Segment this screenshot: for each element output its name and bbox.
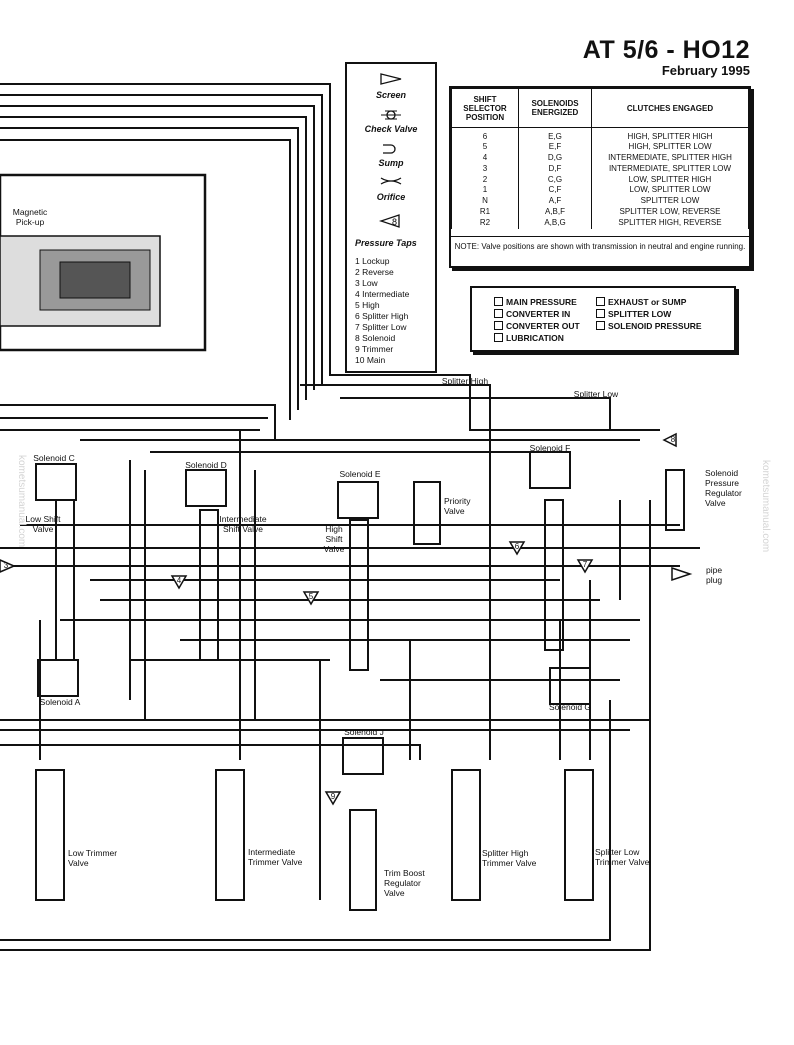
splitter-low-line-label: Splitter Low (573, 389, 619, 399)
pressure-tap-icon-number: 8 (392, 217, 397, 227)
sump-icon (383, 144, 396, 154)
legend-check-valve-label: Check Valve (364, 124, 418, 134)
solenoid-pressure-regulator-valve-label: Solenoid Pressure Regulator Valve (705, 468, 742, 508)
tap-item: 1 Lockup (355, 256, 390, 266)
col-header-clutches: CLUTCHES ENGAGED (591, 88, 749, 128)
tap-item: 8 Solenoid (355, 333, 396, 343)
shift-selector-table: SHIFT SELECTOR POSITION SOLENOIDS ENERGI… (449, 86, 751, 268)
pipe-plug-label: pipe plug (706, 565, 723, 585)
legend-orifice-label: Orifice (376, 192, 406, 202)
legend-lubrication: LUBRICATION (494, 333, 564, 343)
legend-screen-label: Screen (375, 90, 407, 100)
pressure-taps-title: Pressure Taps (355, 238, 417, 248)
solenoid-a-label: Solenoid A (39, 697, 81, 707)
legend-solenoid-pressure: SOLENOID PRESSURE (596, 321, 702, 331)
tap-item: 5 High (355, 300, 380, 310)
orifice-icon (380, 177, 402, 185)
screen-icon (380, 73, 402, 85)
legend-splitter-low: SPLITTER LOW (596, 309, 671, 319)
splitter-low-trimmer-valve-label: Splitter Low Trimmer Valve (595, 847, 650, 867)
solenoid-c-label: Solenoid C (33, 453, 75, 463)
solenoid-j-label: Solenoid J (344, 727, 384, 737)
page-title: AT 5/6 - HO12 (582, 36, 750, 64)
intermediate-trimmer-valve-label: Intermediate Trimmer Valve (248, 847, 303, 867)
tap-item: 7 Splitter Low (355, 322, 407, 332)
legend-exhaust-sump: EXHAUST or SUMP (596, 297, 686, 307)
tap-7-number: 7 (582, 560, 588, 569)
splitter-high-trimmer-valve-label: Splitter High Trimmer Valve (482, 848, 537, 868)
tap-8-number: 8 (670, 435, 676, 444)
document-date: February 1995 (661, 63, 750, 78)
legend-converter-out: CONVERTER OUT (494, 321, 580, 331)
solenoid-e-label: Solenoid E (339, 469, 381, 479)
solenoid-g-label: Solenoid G (548, 702, 592, 712)
low-shift-valve-label: Low Shift Valve (25, 514, 61, 534)
tap-item: 10 Main (355, 355, 386, 365)
pressure-tap-icon: 8 (378, 214, 400, 228)
solenoid-f-label: Solenoid F (529, 443, 571, 453)
symbol-legend: Screen Check Valve Sump Orifice 8 Pressu… (345, 62, 437, 373)
col-header-position: SHIFT SELECTOR POSITION (451, 88, 519, 128)
solenoid-d-label: Solenoid D (185, 460, 227, 470)
intermediate-shift-valve-label: Intermediate Shift Valve (219, 514, 267, 534)
watermark-left: kometsumanual.com (16, 455, 27, 548)
legend-converter-in: CONVERTER IN (494, 309, 570, 319)
tap-9-number: 9 (330, 792, 336, 801)
check-valve-icon (381, 110, 401, 120)
tap-item: 4 Intermediate (355, 289, 410, 299)
tap-5-number: 5 (308, 592, 314, 601)
col-header-solenoids: SOLENOIDS ENERGIZED (518, 88, 592, 128)
tap-3-number: 3 (3, 561, 9, 570)
trim-boost-regulator-valve-label: Trim Boost Regulator Valve (384, 868, 425, 898)
watermark-right: kometsumanual.com (760, 460, 771, 553)
tap-item: 9 Trimmer (355, 344, 394, 354)
tap-4-number: 4 (176, 576, 182, 585)
tap-item: 3 Low (355, 278, 378, 288)
magnetic-pickup-label: Magnetic Pick-up (12, 207, 48, 227)
legend-sump-label: Sump (378, 158, 404, 168)
tap-item: 2 Reverse (355, 267, 394, 277)
priority-valve-label: Priority Valve (444, 496, 471, 516)
fluid-legend: MAIN PRESSURE CONVERTER IN CONVERTER OUT… (470, 286, 736, 352)
table-note: NOTE: Valve positions are shown with tra… (451, 236, 749, 252)
tap-item: 6 Splitter High (355, 311, 409, 321)
splitter-high-line-label: Splitter High (441, 376, 489, 386)
low-trimmer-valve-label: Low Trimmer Valve (68, 848, 118, 868)
tap-6-number: 6 (514, 542, 520, 551)
legend-main-pressure: MAIN PRESSURE (494, 297, 577, 307)
high-shift-valve-label: High Shift Valve (323, 524, 345, 554)
